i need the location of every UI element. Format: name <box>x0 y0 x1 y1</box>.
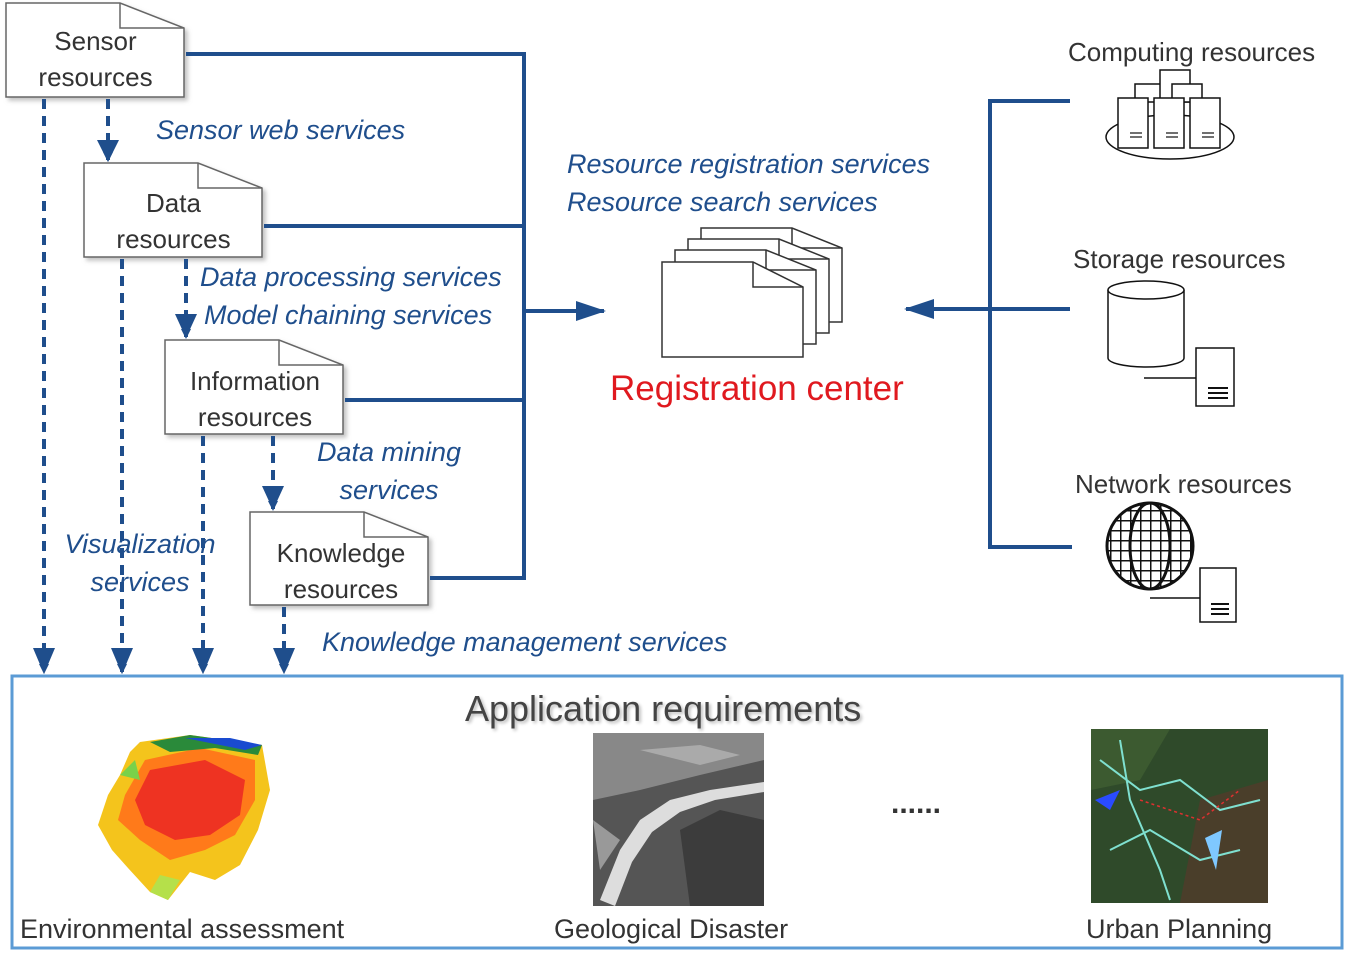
arrowhead <box>33 648 55 674</box>
arrowhead <box>111 648 133 674</box>
knowledge-management-services-label: Knowledge management services <box>322 627 728 657</box>
information-label-line2: resources <box>197 402 313 432</box>
data-mining-line2: services <box>339 475 439 505</box>
computing-resources-label: Computing resources <box>1068 37 1316 67</box>
infrastructure-bus <box>988 99 1072 549</box>
knowledge-resources-doc <box>249 511 429 606</box>
data-label-line1: Data <box>146 188 201 218</box>
information-label-line1: Information <box>189 366 321 396</box>
sensor-label-line1: Sensor <box>54 26 137 56</box>
sensor-resources-doc <box>5 2 185 98</box>
sensor-label-line2: resources <box>38 62 153 92</box>
computing-servers-icon <box>1105 69 1235 160</box>
arrowhead <box>273 648 295 674</box>
visualization-services-label: Visualization services <box>54 531 226 596</box>
knowledge-label-line2: resources <box>283 574 399 604</box>
sensor-resources-label: Sensor resources <box>18 28 173 90</box>
urban-planning-caption: Urban Planning <box>1086 914 1273 944</box>
data-resources-label: Data resources <box>96 190 251 252</box>
environmental-assessment-caption: Environmental assessment <box>20 914 345 944</box>
data-mining-services-label: Data mining services <box>306 439 472 504</box>
arrowhead <box>262 486 284 510</box>
resource-bus <box>186 52 526 580</box>
information-resources-label: Information resources <box>172 368 338 430</box>
network-globe-icon <box>1105 501 1237 623</box>
data-mining-line1: Data mining <box>316 437 462 467</box>
registration-center-label: Registration center <box>610 369 904 408</box>
visualization-line1: Visualization <box>64 529 216 559</box>
data-processing-services-label: Data processing services <box>200 262 502 292</box>
arrowhead <box>192 648 214 674</box>
knowledge-label-line1: Knowledge <box>276 538 406 568</box>
resource-search-services-label: Resource search services <box>567 187 878 217</box>
visualization-line2: services <box>90 567 190 597</box>
knowledge-resources-label: Knowledge resources <box>262 540 420 602</box>
environmental-map-image <box>98 735 270 900</box>
geological-disaster-caption: Geological Disaster <box>554 914 789 944</box>
application-requirements-title: Application requirements <box>465 688 862 729</box>
storage-database-icon <box>1107 280 1235 407</box>
information-resources-doc <box>164 339 344 435</box>
geological-disaster-image <box>593 733 764 906</box>
data-label-line2: resources <box>116 224 231 254</box>
urban-planning-image <box>1091 729 1268 903</box>
registration-center-stack <box>661 227 843 358</box>
model-chaining-services-label: Model chaining services <box>204 300 493 330</box>
application-frame <box>10 674 1344 950</box>
arrowhead <box>97 140 119 162</box>
ellipsis-label: ...... <box>891 787 942 820</box>
resource-registration-services-label: Resource registration services <box>567 149 931 179</box>
sensor-web-services-label: Sensor web services <box>156 115 406 145</box>
network-resources-label: Network resources <box>1075 469 1292 499</box>
data-resources-doc <box>83 162 263 258</box>
arrowhead <box>175 314 197 338</box>
storage-resources-label: Storage resources <box>1073 244 1286 274</box>
